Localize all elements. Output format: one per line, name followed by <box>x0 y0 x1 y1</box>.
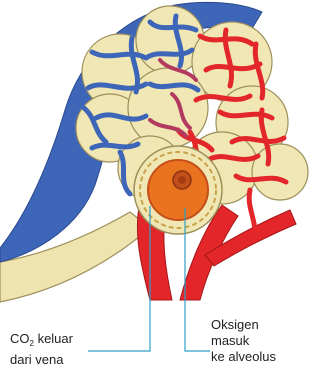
oxygen-label: Oksigen masuk ke alveolus <box>211 317 276 365</box>
highlighted-alveolus <box>134 146 222 234</box>
co2-label: CO2 keluar dari vena <box>10 331 73 368</box>
